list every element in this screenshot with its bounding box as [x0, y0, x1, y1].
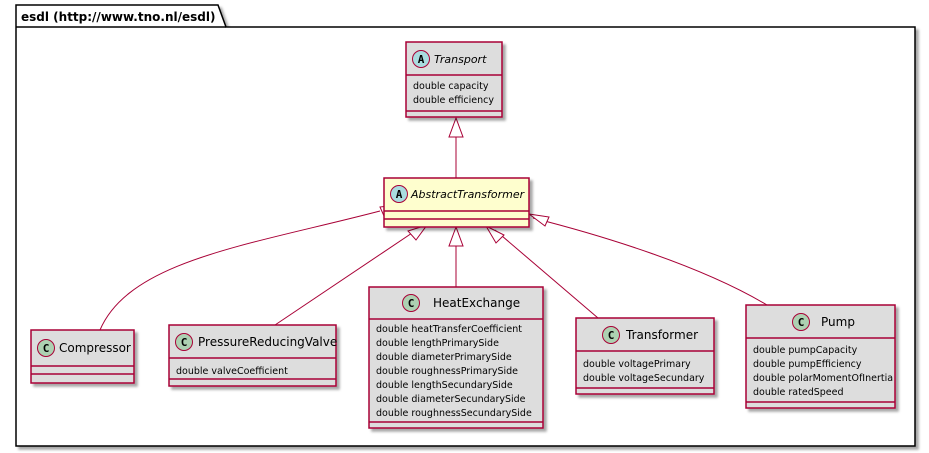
attribute: double diameterPrimarySide [376, 352, 512, 363]
abstract-class-icon [390, 185, 408, 203]
class-icon [602, 326, 620, 344]
class-icon [792, 313, 810, 331]
class-icon [402, 294, 420, 312]
stereotype-letter: A [418, 53, 425, 66]
class-name: PressureReducingValve [198, 335, 337, 349]
class-icon [37, 339, 55, 357]
class-heatexchange[interactable]: C HeatExchange double heatTransferCoeffi… [368, 286, 544, 429]
stereotype-letter: C [43, 342, 50, 355]
attribute: double efficiency [413, 95, 494, 106]
class-transformer[interactable]: C Transformer double voltagePrimary doub… [575, 317, 715, 395]
class-compressor[interactable]: C Compressor [30, 329, 135, 384]
attribute: double lengthSecundarySide [376, 380, 513, 391]
attribute: double heatTransferCoefficient [376, 324, 522, 335]
arrowhead-transport [448, 116, 464, 138]
attribute: double voltagePrimary [583, 359, 691, 370]
class-name: Transformer [625, 328, 698, 342]
attribute: double ratedSpeed [753, 387, 844, 398]
edge-transformer-abstracttransformer [494, 229, 599, 319]
class-icon [175, 333, 193, 351]
inheritance-edges [99, 137, 768, 331]
abstract-class-icon [412, 50, 430, 68]
attribute: double valveCoefficient [176, 366, 288, 377]
attribute: double roughnessPrimarySide [376, 366, 518, 377]
class-transport[interactable]: A Transport double capacity double effic… [405, 41, 503, 118]
edge-pressurereducingvalve-abstracttransformer [274, 228, 419, 326]
attribute: double diameterSecundarySide [376, 394, 526, 405]
attribute: double polarMomentOfInertia [753, 373, 893, 384]
attribute: double pumpEfficiency [753, 359, 862, 370]
class-name: Pump [821, 315, 855, 329]
attribute: double capacity [413, 81, 489, 92]
class-name: Transport [434, 53, 487, 66]
arrowhead-pump [528, 213, 550, 227]
stereotype-letter: C [181, 336, 188, 349]
class-pump[interactable]: C Pump double pumpCapacity double pumpEf… [745, 304, 896, 409]
class-abstracttransformer[interactable]: A AbstractTransformer [383, 177, 530, 228]
stereotype-letter: C [608, 329, 615, 342]
class-name: HeatExchange [433, 296, 520, 310]
arrowhead-heatexchange [448, 225, 464, 247]
stereotype-letter: C [408, 297, 415, 310]
class-pressurereducingvalve[interactable]: C PressureReducingValve double valveCoef… [168, 324, 337, 387]
attribute: double lengthPrimarySide [376, 338, 499, 349]
attribute: double pumpCapacity [753, 345, 858, 356]
edge-pump-abstracttransformer [532, 217, 768, 306]
attribute: double voltageSecundary [583, 373, 705, 384]
arrowhead-pressurereducingvalve [407, 224, 429, 241]
class-name: Compressor [59, 341, 131, 355]
arrowhead-transformer [484, 224, 505, 244]
package-label: esdl (http://www.tno.nl/esdl) [21, 10, 215, 24]
attribute: double roughnessSecundarySide [376, 408, 532, 419]
stereotype-letter: C [798, 316, 805, 329]
stereotype-letter: A [396, 188, 403, 201]
class-name: AbstractTransformer [410, 188, 526, 201]
edge-compressor-abstracttransformer [99, 210, 381, 331]
